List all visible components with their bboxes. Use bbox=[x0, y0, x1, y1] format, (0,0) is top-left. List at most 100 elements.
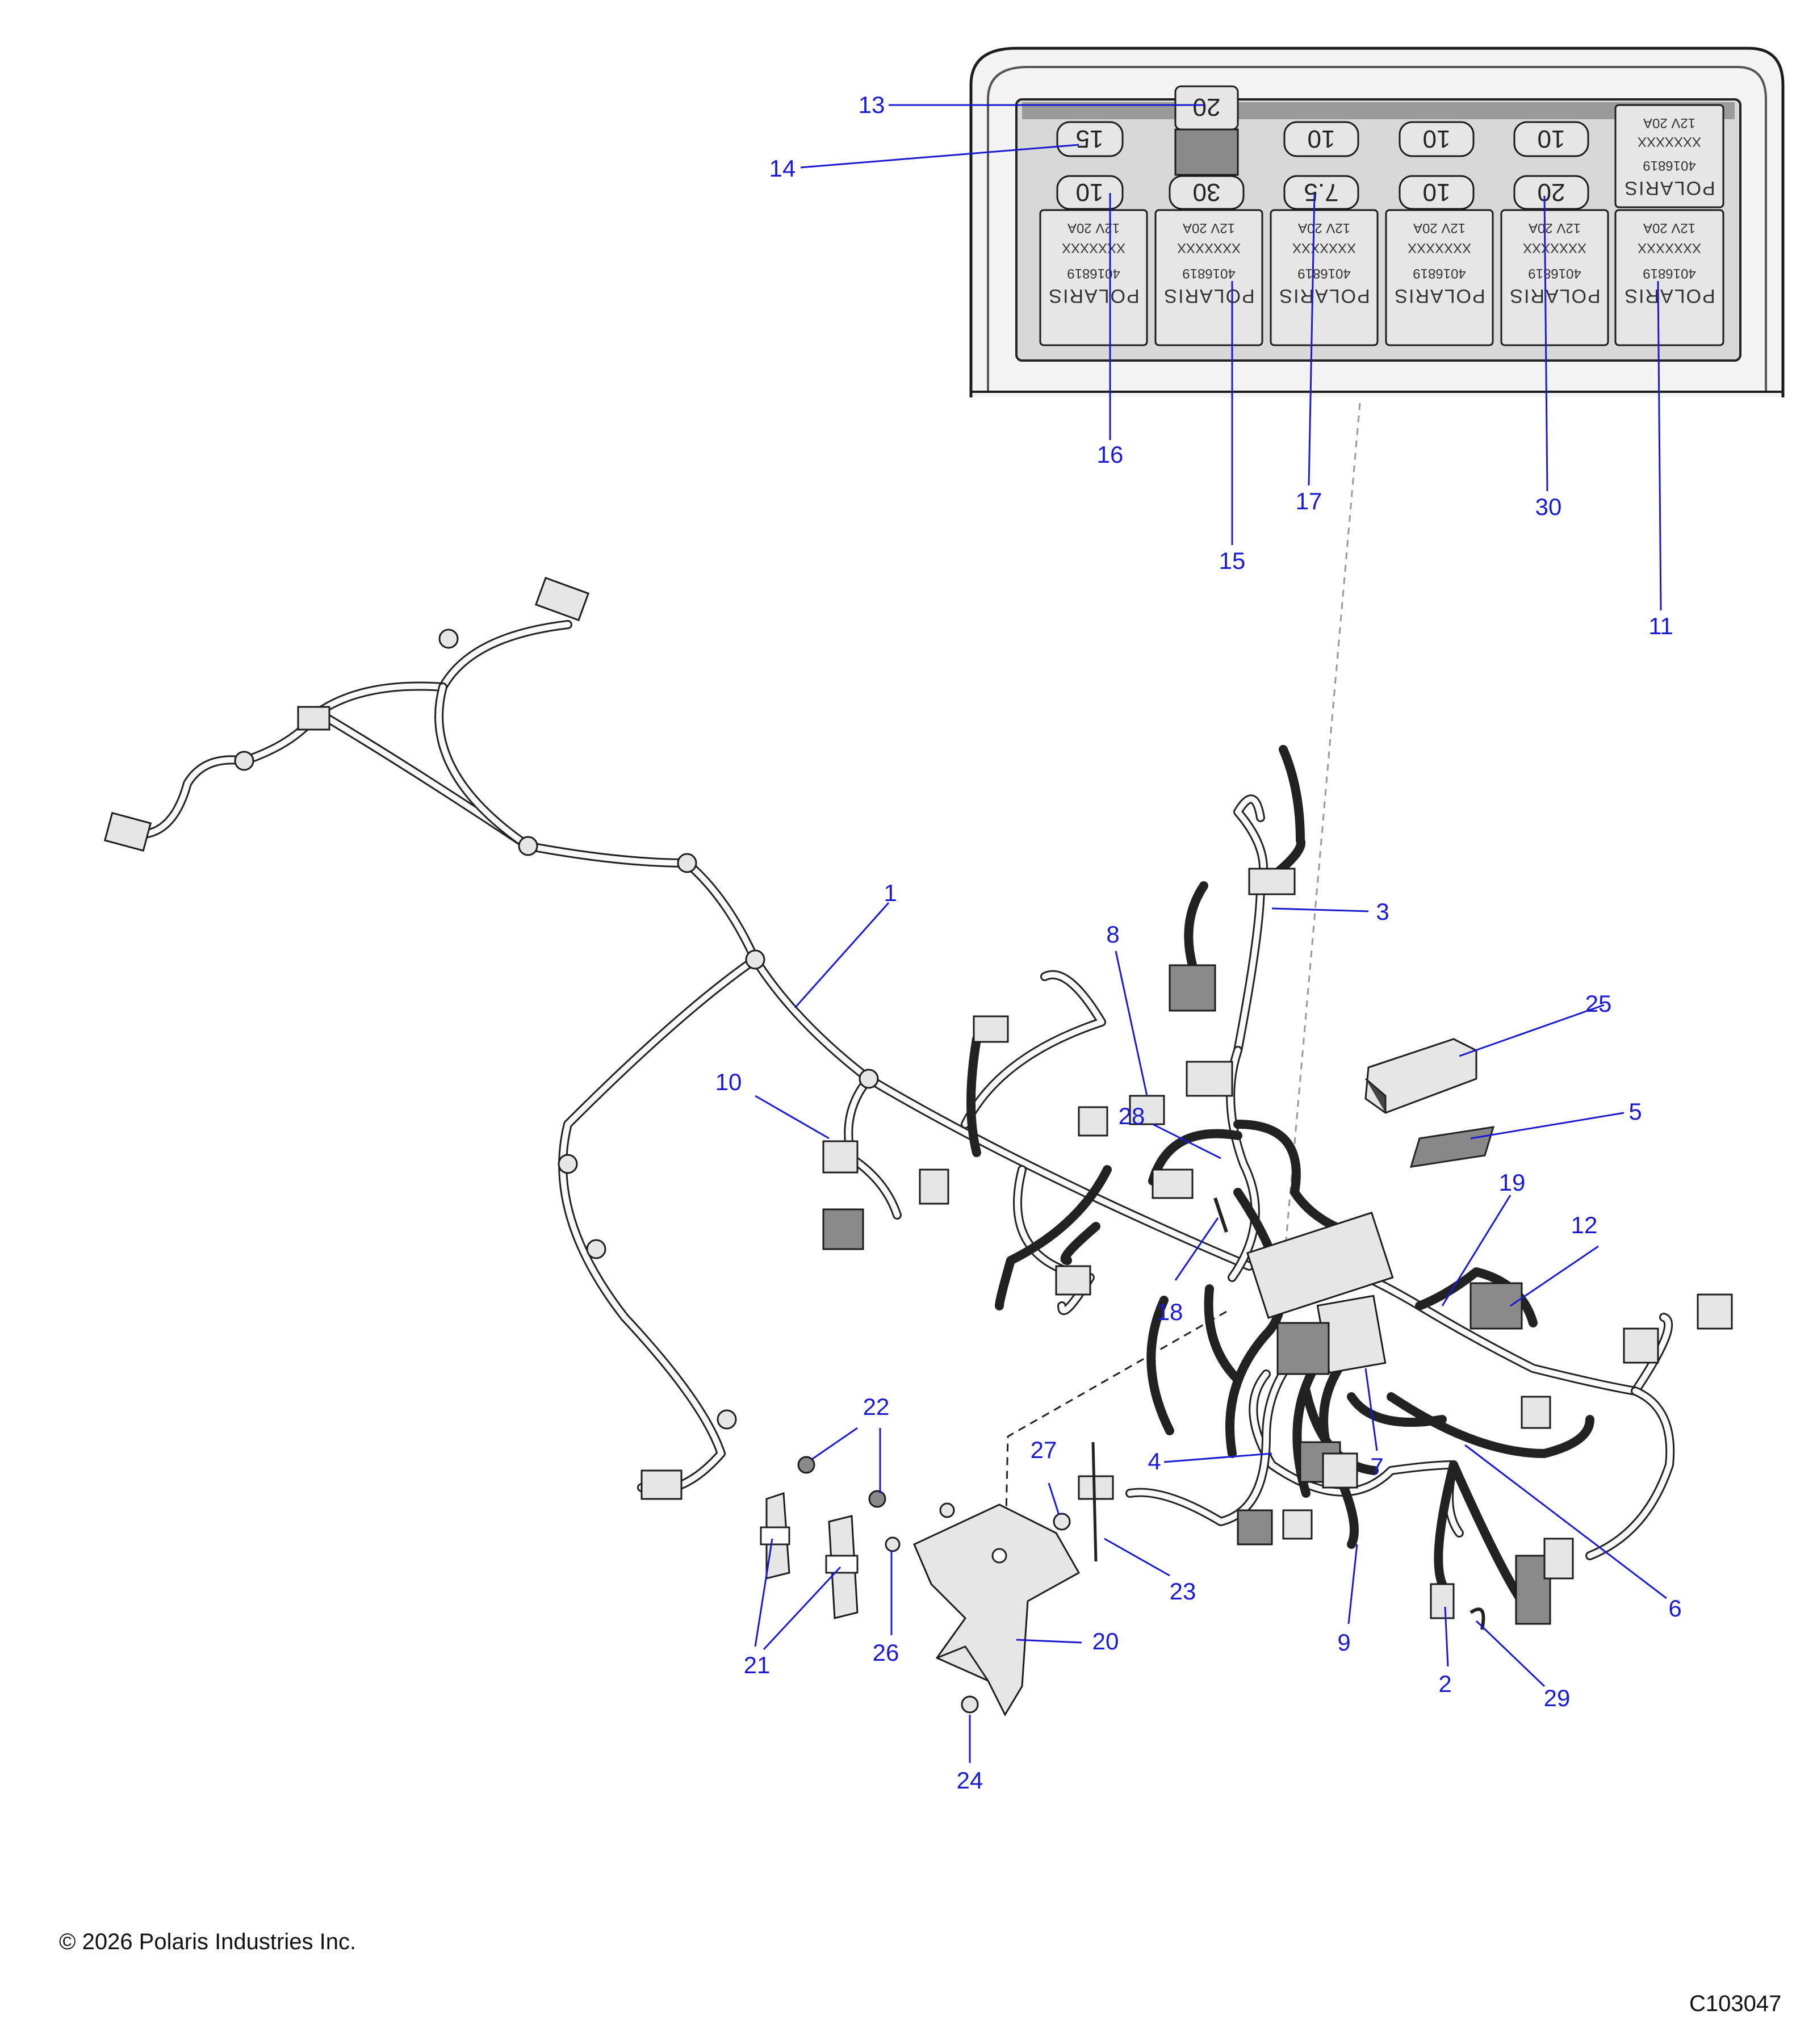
fuse-label-5 bbox=[1409, 1126, 1495, 1168]
callout-13: 13 bbox=[859, 91, 885, 118]
connector-8b bbox=[1186, 1061, 1233, 1097]
relay-5-code: XXXXXXX bbox=[1523, 240, 1586, 256]
relay-1-rating: 12V 20A bbox=[1067, 220, 1120, 236]
fuse-box-detail: 20 15 10 10 10 10 30 7.5 10 20 POLARIS 4… bbox=[969, 47, 1785, 397]
relay-5-brand: POLARIS bbox=[1509, 285, 1600, 307]
callout-26: 26 bbox=[873, 1639, 899, 1666]
relay-3-brand: POLARIS bbox=[1278, 285, 1370, 307]
callout-2: 2 bbox=[1438, 1670, 1451, 1697]
connector-10 bbox=[822, 1140, 859, 1174]
harness-clip-4 bbox=[745, 949, 765, 970]
relay-5: POLARIS 4016819 12V 20A XXXXXXX bbox=[1500, 209, 1609, 346]
relay-7-brand: POLARIS bbox=[1623, 177, 1715, 199]
connector-12 bbox=[1469, 1282, 1523, 1330]
connector-1a bbox=[1078, 1106, 1108, 1137]
connector-mid-left bbox=[297, 706, 330, 731]
connector-far-right-2 bbox=[1623, 1327, 1659, 1364]
harness-clip-5 bbox=[859, 1069, 879, 1089]
relay-3-rating: 12V 20A bbox=[1298, 220, 1350, 236]
connector-left-end bbox=[103, 811, 152, 852]
callout-leaders bbox=[754, 104, 1667, 1763]
callout-28: 28 bbox=[1119, 1103, 1145, 1129]
mounting-bracket-20 bbox=[913, 1503, 1081, 1717]
fuse-16-label: 10 bbox=[1076, 178, 1104, 206]
callout-19: 19 bbox=[1499, 1169, 1526, 1196]
harness-clip-2 bbox=[518, 836, 538, 856]
callout-9: 9 bbox=[1337, 1629, 1350, 1656]
relay-2-rating: 12V 20A bbox=[1183, 220, 1235, 236]
callout-15: 15 bbox=[1219, 547, 1246, 574]
relay-4-rating: 12V 20A bbox=[1413, 220, 1466, 236]
relay-4-pn: 4016819 bbox=[1413, 266, 1466, 281]
callout-10: 10 bbox=[715, 1069, 742, 1095]
figure-code: C103047 bbox=[1689, 1991, 1782, 2016]
fuse-15-body bbox=[1169, 175, 1245, 210]
callout-24: 24 bbox=[957, 1767, 983, 1794]
fuse-30-body bbox=[1513, 175, 1589, 210]
fuse-top-3-body bbox=[1283, 121, 1359, 157]
connector-10b bbox=[822, 1208, 864, 1250]
callout-16: 16 bbox=[1097, 441, 1124, 468]
connector-far-right-1 bbox=[1697, 1293, 1733, 1330]
callout-20: 20 bbox=[1092, 1628, 1119, 1655]
fuse-15-label: 30 bbox=[1193, 178, 1221, 206]
fuse-17-label: 7.5 bbox=[1304, 178, 1338, 206]
relay-7-pn: 4016819 bbox=[1643, 158, 1695, 173]
relay-1-brand: POLARIS bbox=[1048, 285, 1139, 307]
connector-10c bbox=[919, 1168, 949, 1205]
relay-6: POLARIS 4016819 12V 20A XXXXXXX bbox=[1614, 209, 1724, 346]
harness-clip-9 bbox=[234, 751, 254, 771]
callout-4: 4 bbox=[1148, 1448, 1161, 1475]
connector-9a bbox=[1237, 1509, 1273, 1545]
callout-21: 21 bbox=[744, 1652, 771, 1678]
fuse-box-rim bbox=[987, 66, 1767, 392]
connector-1b bbox=[1055, 1265, 1091, 1296]
fuse-row2-4-label: 10 bbox=[1423, 178, 1451, 206]
main-fuse-box bbox=[1246, 1211, 1394, 1319]
callout-22: 22 bbox=[863, 1393, 890, 1420]
copyright-text: © 2026 Polaris Industries Inc. bbox=[59, 1929, 357, 1954]
engine-connector-block bbox=[1276, 1322, 1330, 1375]
connector-6 bbox=[1521, 1396, 1551, 1429]
fuse-row2-4-body bbox=[1399, 175, 1475, 210]
fuse-14-label: 15 bbox=[1076, 125, 1104, 153]
fuse-top-4-body bbox=[1399, 121, 1475, 157]
fuse-17-body bbox=[1283, 175, 1359, 210]
fuse-top-5-label: 10 bbox=[1538, 125, 1565, 153]
relay-5-pn: 4016819 bbox=[1528, 266, 1581, 281]
harness-clip-7 bbox=[586, 1239, 606, 1259]
callout-23: 23 bbox=[1170, 1578, 1196, 1605]
relay-4-brand: POLARIS bbox=[1393, 285, 1485, 307]
connector-right-3 bbox=[1543, 1538, 1574, 1580]
relay-3-pn: 4016819 bbox=[1297, 266, 1350, 281]
harness-clip-8 bbox=[717, 1409, 737, 1430]
relay-6-rating: 12V 20A bbox=[1643, 220, 1695, 236]
ground-wire-23 bbox=[1091, 1442, 1098, 1562]
fuse-top-3-label: 10 bbox=[1308, 125, 1335, 153]
connector-4b bbox=[1322, 1452, 1358, 1489]
relay-1: POLARIS 4016819 12V 20A XXXXXXX bbox=[1039, 209, 1148, 346]
connector-3-mid bbox=[1169, 964, 1216, 1012]
relay-3-code: XXXXXXX bbox=[1292, 240, 1356, 256]
harness-clip-6 bbox=[558, 1154, 578, 1174]
relay-7: POLARIS 4016819 12V 20A XXXXXXX bbox=[1614, 104, 1724, 208]
callout-12: 12 bbox=[1571, 1212, 1598, 1238]
connector-lower-end bbox=[640, 1469, 683, 1500]
ground-cable-29 bbox=[1469, 1607, 1485, 1630]
relay-2: POLARIS 4016819 12V 20A XXXXXXX bbox=[1154, 209, 1263, 346]
callout-1: 1 bbox=[884, 879, 897, 906]
callout-27: 27 bbox=[1031, 1436, 1057, 1463]
callout-29: 29 bbox=[1544, 1685, 1571, 1711]
relay-2-pn: 4016819 bbox=[1182, 266, 1235, 281]
connector-top-end bbox=[534, 576, 590, 622]
harness-clip-1 bbox=[438, 629, 459, 649]
callout-3: 3 bbox=[1376, 898, 1389, 925]
relay-6-code: XXXXXXX bbox=[1638, 240, 1701, 256]
callout-numbers: 13 14 16 15 17 30 11 1 8 3 25 5 10 28 18… bbox=[715, 91, 1682, 1794]
callout-11: 11 bbox=[1648, 613, 1673, 639]
callout-8: 8 bbox=[1106, 921, 1119, 948]
connector-8 bbox=[1129, 1095, 1165, 1125]
bracket-clip-21b bbox=[825, 1515, 859, 1619]
relay-2-brand: POLARIS bbox=[1163, 285, 1254, 307]
